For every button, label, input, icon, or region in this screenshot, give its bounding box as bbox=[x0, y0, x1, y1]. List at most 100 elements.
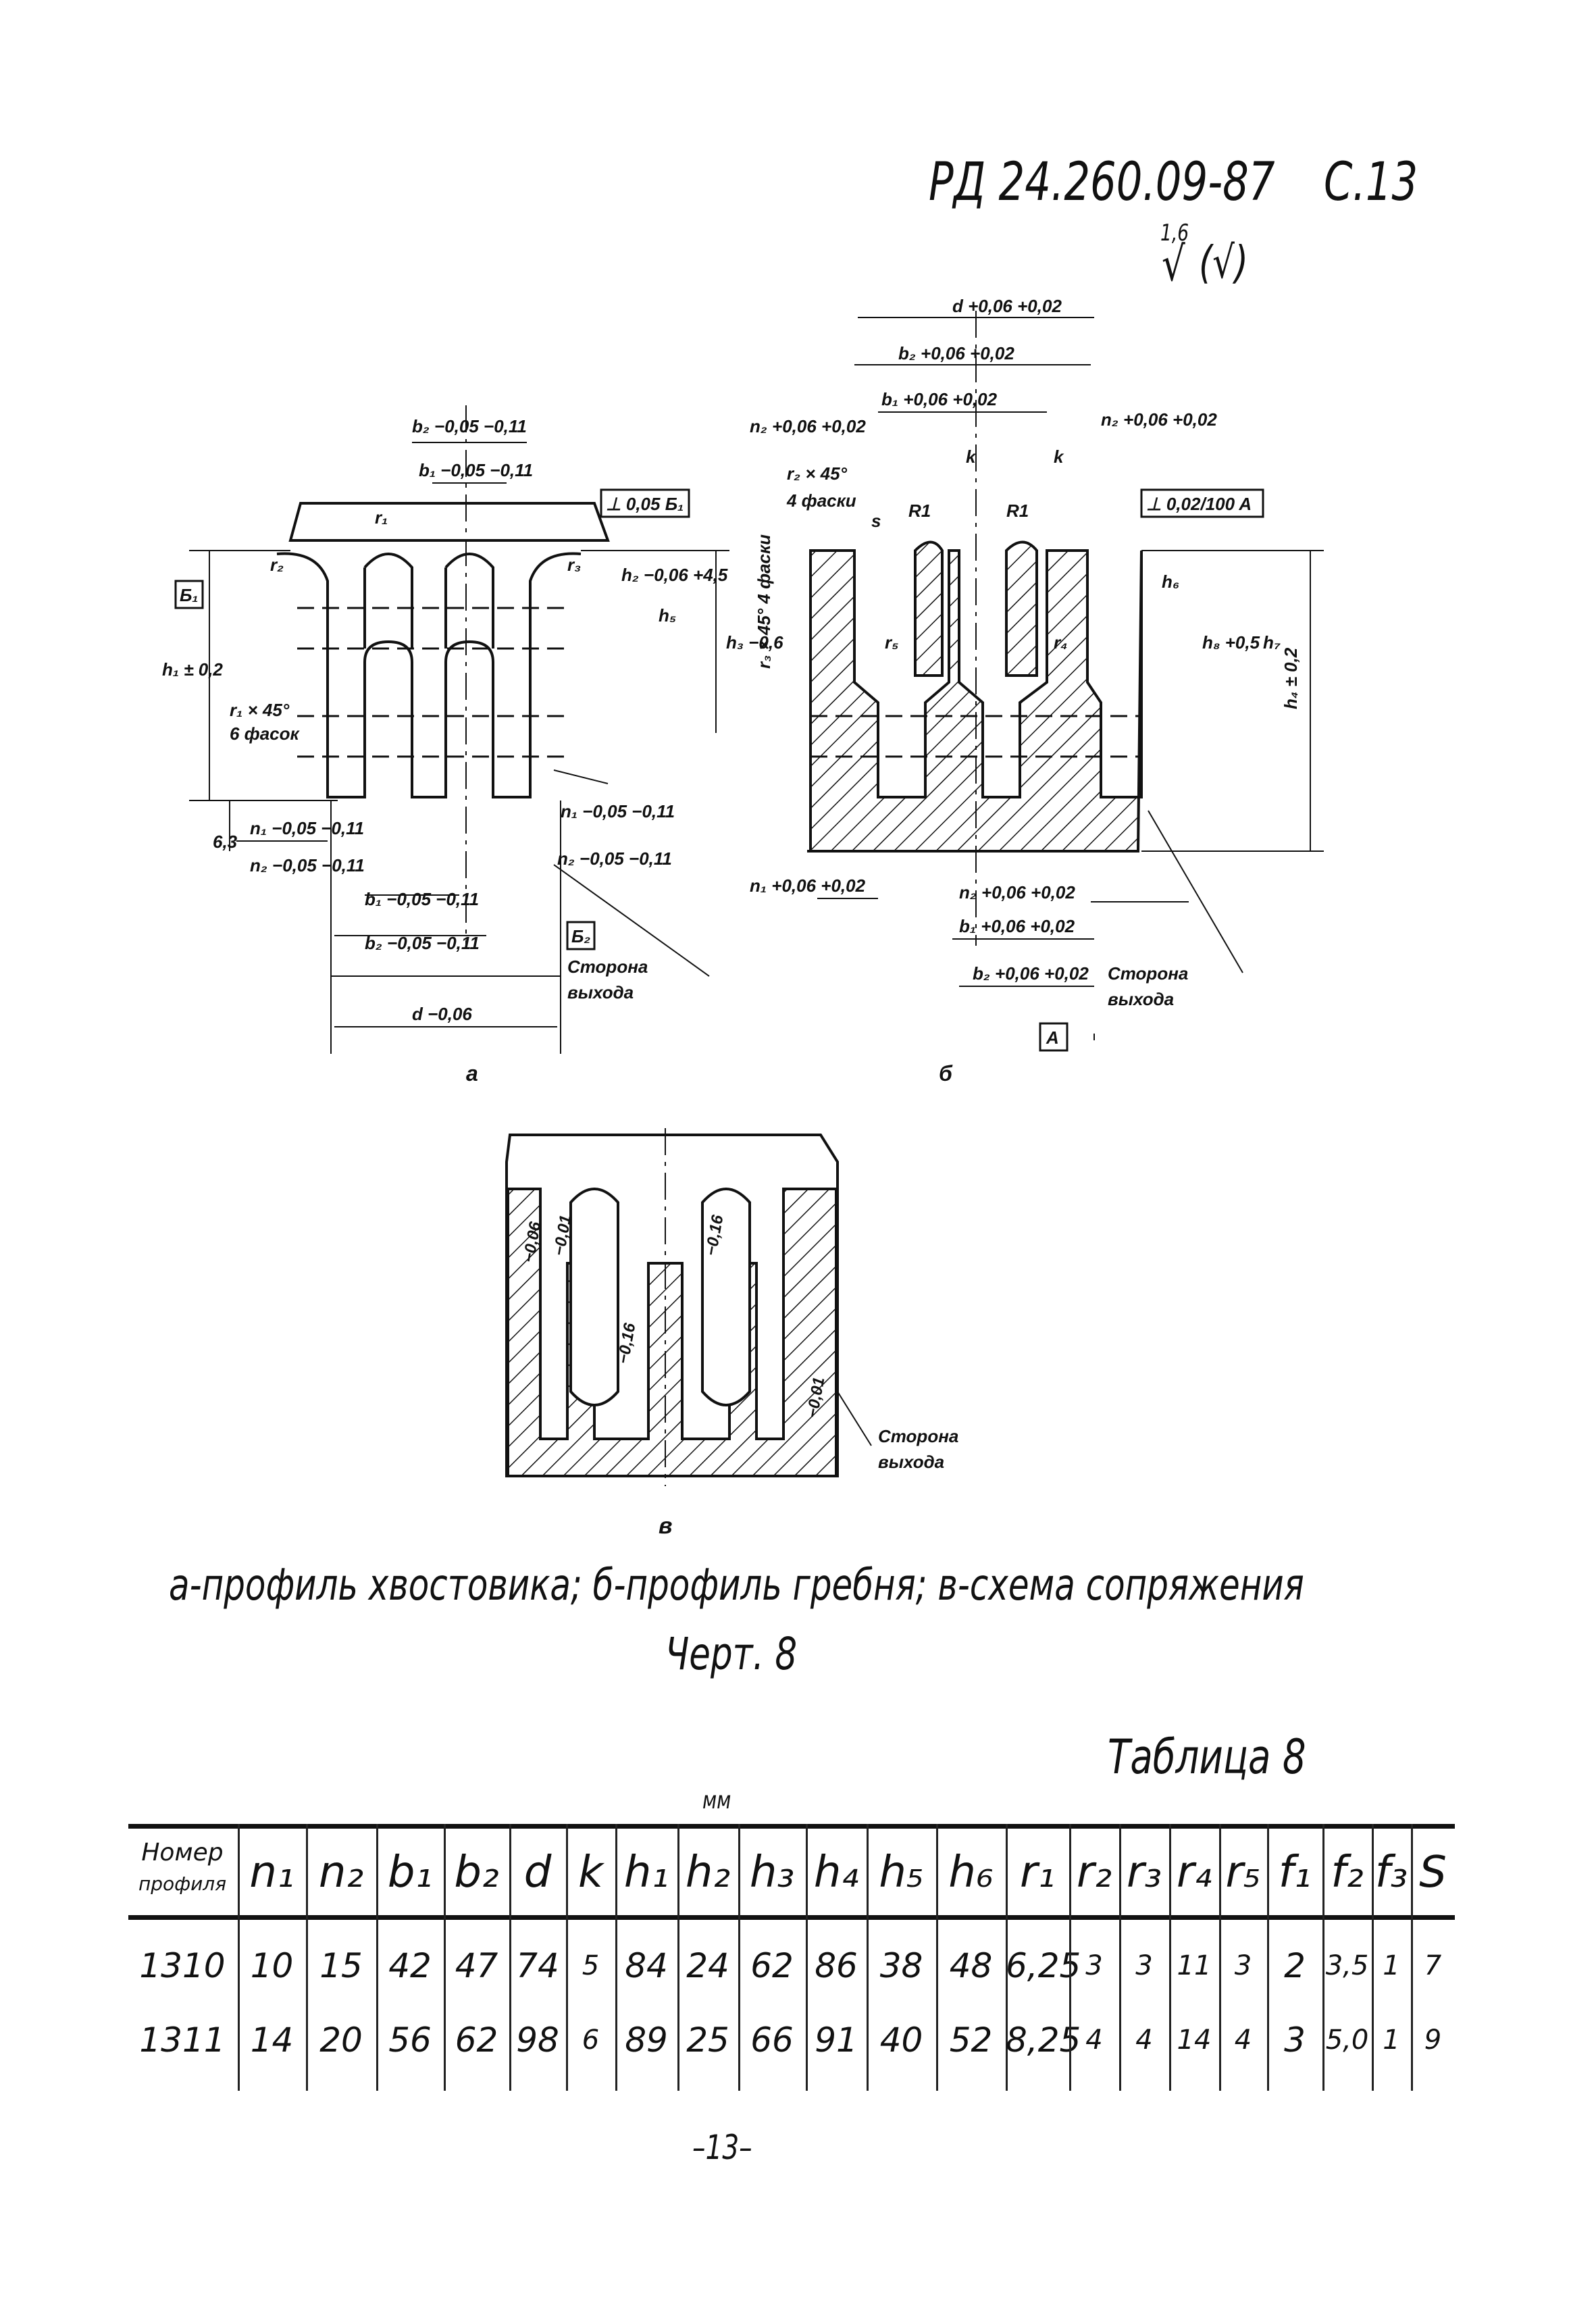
table-cell: 4 bbox=[1234, 2025, 1252, 2056]
table-cell: 15 bbox=[319, 1946, 363, 1985]
shank-body bbox=[276, 552, 582, 798]
svg-text:б: б bbox=[939, 1061, 953, 1086]
svg-text:n₁ +0,06 +0,02: n₁ +0,06 +0,02 bbox=[750, 875, 866, 896]
table-cell: 8,25 bbox=[1006, 2020, 1081, 2060]
column-header: d bbox=[523, 1848, 552, 1898]
svg-text:в: в bbox=[659, 1513, 673, 1539]
svg-text:n₁ −0,05 −0,11: n₁ −0,05 −0,11 bbox=[250, 818, 364, 838]
drawing-b-labels: d +0,06 +0,02 b₂ +0,06 +0,02 b₁ +0,06 +0… bbox=[750, 296, 1301, 1086]
table-column-rule bbox=[1411, 1824, 1413, 2091]
table-cell: 62 bbox=[455, 2020, 498, 2060]
table-cell: 3 bbox=[1234, 1950, 1252, 1981]
svg-text:выхода: выхода bbox=[567, 982, 634, 1002]
table-cell: 11 bbox=[1177, 1950, 1212, 1981]
figure-title: Черт. 8 bbox=[665, 1628, 798, 1680]
svg-text:R1: R1 bbox=[908, 501, 931, 521]
column-header: r₁ bbox=[1020, 1848, 1055, 1898]
svg-text:h₆: h₆ bbox=[1162, 571, 1179, 592]
svg-text:⊥ 0,05 Б₁: ⊥ 0,05 Б₁ bbox=[606, 494, 684, 514]
table-cell: 24 bbox=[686, 1946, 729, 1985]
column-header: r₂ bbox=[1077, 1848, 1112, 1898]
table-column-rule bbox=[509, 1824, 511, 2091]
svg-text:b₁ −0,05 −0,11: b₁ −0,05 −0,11 bbox=[419, 460, 533, 480]
svg-text:s: s bbox=[871, 511, 881, 531]
table-top-rule bbox=[128, 1824, 1455, 1829]
table-cell: 84 bbox=[625, 1946, 668, 1985]
svg-text:r₄: r₄ bbox=[1054, 632, 1068, 653]
table-cell: 9 bbox=[1424, 2025, 1442, 2056]
table-column-rule bbox=[444, 1824, 446, 2091]
svg-text:Сторона: Сторона bbox=[878, 1426, 958, 1446]
table-column-rule bbox=[238, 1824, 240, 2091]
header-profile-line2: профиля bbox=[138, 1873, 227, 1895]
table-column-rule bbox=[677, 1824, 679, 2091]
table-column-rule bbox=[1069, 1824, 1071, 2091]
table-column-rule bbox=[615, 1824, 617, 2091]
roughness-symbol: √ bbox=[1162, 236, 1185, 292]
svg-text:k: k bbox=[966, 447, 977, 467]
column-header: h₆ bbox=[948, 1848, 994, 1898]
table-column-rule bbox=[738, 1824, 740, 2091]
svg-text:4 фаски: 4 фаски bbox=[786, 490, 856, 511]
svg-text:R1: R1 bbox=[1006, 501, 1029, 521]
table-column-rule bbox=[376, 1824, 378, 2091]
table-column-rule bbox=[1322, 1824, 1324, 2091]
table-cell: 47 bbox=[455, 1946, 498, 1985]
svg-text:k: k bbox=[1054, 447, 1064, 467]
table-cell: 66 bbox=[750, 2020, 794, 2060]
svg-text:r₂: r₂ bbox=[270, 555, 284, 575]
svg-text:r₁: r₁ bbox=[375, 507, 388, 528]
svg-text:r₁ × 45°: r₁ × 45° bbox=[230, 700, 290, 720]
svg-text:Б₁: Б₁ bbox=[180, 585, 199, 605]
table-cell: 20 bbox=[319, 2020, 363, 2060]
table-cell: 5,0 bbox=[1325, 2025, 1369, 2056]
svg-text:n₂ +0,06 +0,02: n₂ +0,06 +0,02 bbox=[959, 882, 1075, 903]
column-header: h₂ bbox=[685, 1848, 731, 1898]
column-header: b₁ bbox=[387, 1848, 433, 1898]
table-cell: 4 bbox=[1085, 2025, 1103, 2056]
table-units: мм bbox=[702, 1787, 731, 1814]
row-1310-profile: 1310 bbox=[139, 1946, 226, 1985]
roughness-value: 1,6 bbox=[1160, 220, 1189, 247]
table-cell: 38 bbox=[879, 1946, 923, 1985]
column-header: n₁ bbox=[249, 1848, 294, 1898]
column-header: h₅ bbox=[879, 1848, 924, 1898]
column-header: n₂ bbox=[318, 1848, 364, 1898]
svg-text:Б₂: Б₂ bbox=[571, 926, 590, 946]
svg-text:6,3: 6,3 bbox=[213, 832, 238, 852]
table-column-rule bbox=[806, 1824, 808, 2091]
svg-text:выхода: выхода bbox=[878, 1452, 944, 1472]
table-cell: 14 bbox=[1177, 2025, 1212, 2056]
svg-text:h₂ −0,06 +4,5: h₂ −0,06 +4,5 bbox=[621, 565, 728, 585]
column-header: f₃ bbox=[1374, 1848, 1408, 1898]
table-cell: 3 bbox=[1085, 1950, 1103, 1981]
table-column-rule bbox=[306, 1824, 308, 2091]
document-code: РД 24.260.09-87 bbox=[929, 152, 1275, 213]
shank-fingers bbox=[363, 553, 494, 649]
svg-text:b₂ +0,06 +0,02: b₂ +0,06 +0,02 bbox=[973, 963, 1089, 984]
table-cell: 62 bbox=[750, 1946, 794, 1985]
svg-text:r₃ × 45° 4 фаски: r₃ × 45° 4 фаски bbox=[754, 534, 774, 669]
svg-text:h₄ ± 0,2: h₄ ± 0,2 bbox=[1281, 647, 1301, 709]
column-header: f₂ bbox=[1331, 1848, 1364, 1898]
svg-text:h₈ +0,5: h₈ +0,5 bbox=[1202, 632, 1260, 653]
drawing-a-shank-profile bbox=[174, 405, 729, 1054]
svg-text:b₂ −0,05 −0,11: b₂ −0,05 −0,11 bbox=[365, 933, 480, 953]
table-cell: 91 bbox=[815, 2020, 858, 2060]
svg-text:d +0,06 +0,02: d +0,06 +0,02 bbox=[952, 296, 1062, 316]
table-cell: 89 bbox=[625, 2020, 668, 2060]
header-profile-number: Номер профиля bbox=[128, 1837, 236, 1900]
drawing-b-groove-profile bbox=[807, 311, 1324, 1052]
svg-text:b₁ −0,05 −0,11: b₁ −0,05 −0,11 bbox=[365, 889, 479, 909]
table-cell: 6,25 bbox=[1006, 1946, 1081, 1985]
table-cell: 48 bbox=[949, 1946, 993, 1985]
table-column-rule bbox=[867, 1824, 869, 2091]
table-cell: 1 bbox=[1383, 1950, 1400, 1981]
table-cell: 5 bbox=[582, 1950, 600, 1981]
table-cell: 14 bbox=[250, 2020, 294, 2060]
table-cell: 40 bbox=[879, 2020, 923, 2060]
svg-text:Сторона: Сторона bbox=[567, 957, 648, 977]
svg-text:а: а bbox=[466, 1061, 478, 1086]
svg-text:b₁ +0,06 +0,02: b₁ +0,06 +0,02 bbox=[881, 389, 998, 409]
drawings: b₂ −0,05 −0,11 b₁ −0,05 −0,11 ⊥ 0,05 Б₁ … bbox=[162, 296, 1324, 1539]
